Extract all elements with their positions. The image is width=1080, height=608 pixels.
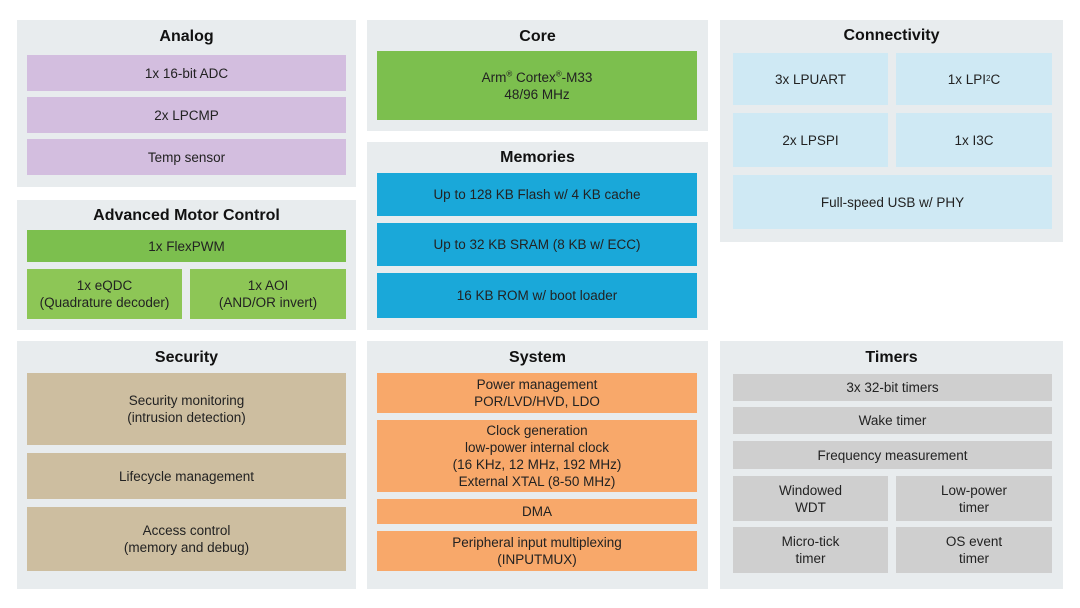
cpu-name: Arm® Cortex®-M33 (481, 69, 593, 85)
cpu-block: Arm® Cortex®-M33 48/96 MHz (377, 51, 697, 120)
cpu-frequency: 48/96 MHz (504, 86, 570, 102)
lpspi-block: 2x LPSPI (733, 113, 888, 167)
frequency-measurement-block: Frequency measurement (733, 441, 1052, 469)
micro-tick-timer-block: Micro-tick timer (733, 527, 888, 573)
motor-control-title: Advanced Motor Control (93, 207, 280, 224)
os-event-timer-block: OS event timer (896, 527, 1052, 573)
flash-block: Up to 128 KB Flash w/ 4 KB cache (377, 173, 697, 216)
lpcmp-block: 2x LPCMP (27, 97, 346, 133)
aoi-block: 1x AOI (AND/OR invert) (190, 269, 346, 319)
system-panel: System Power management POR/LVD/HVD, LDO… (367, 341, 708, 589)
system-title: System (509, 349, 566, 366)
dma-block: DMA (377, 499, 697, 524)
analog-panel: Analog 1x 16-bit ADC 2x LPCMP Temp senso… (17, 20, 356, 187)
memories-title: Memories (500, 149, 575, 166)
sram-block: Up to 32 KB SRAM (8 KB w/ ECC) (377, 223, 697, 266)
core-title: Core (519, 28, 556, 45)
core-panel: Core Arm® Cortex®-M33 48/96 MHz (367, 20, 708, 131)
wake-timer-block: Wake timer (733, 407, 1052, 434)
inputmux-block: Peripheral input multiplexing (INPUTMUX) (377, 531, 697, 571)
analog-title: Analog (159, 28, 214, 45)
security-title: Security (154, 349, 219, 366)
security-monitoring-block: Security monitoring (intrusion detection… (27, 373, 346, 445)
eqdc-block: 1x eQDC (Quadrature decoder) (27, 269, 182, 319)
security-panel: Security Security monitoring (intrusion … (17, 341, 356, 589)
usb-block: Full-speed USB w/ PHY (733, 175, 1052, 229)
power-management-block: Power management POR/LVD/HVD, LDO (377, 373, 697, 413)
rom-block: 16 KB ROM w/ boot loader (377, 273, 697, 318)
lifecycle-management-block: Lifecycle management (27, 453, 346, 499)
motor-control-panel: Advanced Motor Control 1x FlexPWM 1x eQD… (17, 200, 356, 330)
timers-title: Timers (865, 349, 918, 366)
access-control-block: Access control (memory and debug) (27, 507, 346, 571)
memories-panel: Memories Up to 128 KB Flash w/ 4 KB cach… (367, 142, 708, 330)
connectivity-title: Connectivity (843, 27, 940, 44)
lpuart-block: 3x LPUART (733, 53, 888, 105)
i3c-block: 1x I3C (896, 113, 1052, 167)
windowed-wdt-block: Windowed WDT (733, 476, 888, 521)
timers-panel: Timers 3x 32-bit timers Wake timer Frequ… (720, 341, 1063, 589)
flexpwm-block: 1x FlexPWM (27, 230, 346, 262)
32bit-timers-block: 3x 32-bit timers (733, 374, 1052, 401)
adc-block: 1x 16-bit ADC (27, 55, 346, 91)
clock-generation-block: Clock generation low-power internal cloc… (377, 420, 697, 492)
temp-sensor-block: Temp sensor (27, 139, 346, 175)
low-power-timer-block: Low-power timer (896, 476, 1052, 521)
